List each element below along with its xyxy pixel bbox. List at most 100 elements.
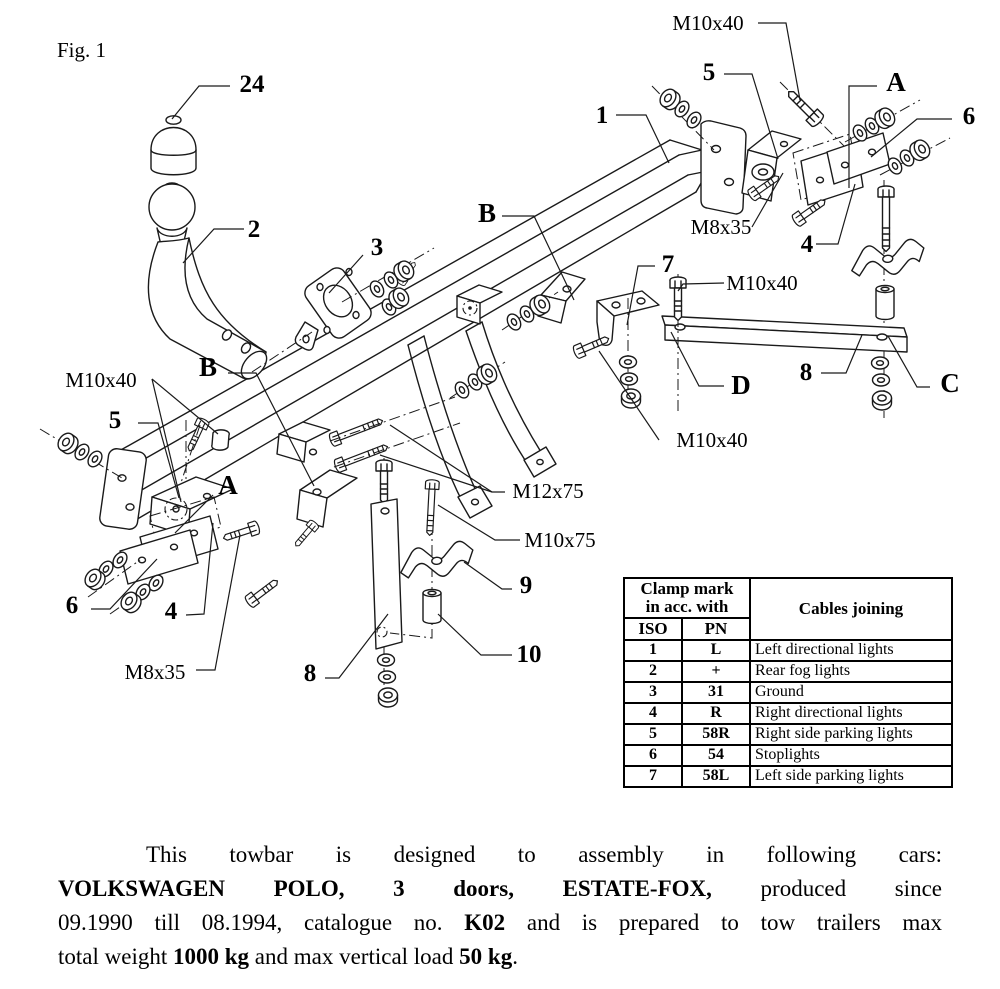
pn-value: + (681, 659, 751, 683)
towbar-exploded-diagram: Fig. 1 24 2 3 B 1 M10x40 5 A 6 M8x35 4 7… (39, 11, 975, 708)
bolt (375, 459, 393, 505)
max-load-text: 50 kg (459, 944, 513, 969)
washer (376, 653, 396, 667)
catalogue-no-text: K02 (464, 910, 506, 935)
bolt (327, 413, 386, 448)
label-8-bottom: 8 (304, 660, 317, 687)
pn-value: 58L (681, 764, 751, 788)
right-upper-fasteners (656, 85, 934, 229)
clamp-mark-header: Clamp mark in acc. with (623, 577, 751, 619)
table-row: 3 31 Ground (623, 680, 953, 704)
label-4-left: 4 (165, 598, 178, 625)
description-paragraph: This towbar is designed to assembly in f… (58, 838, 942, 974)
paragraph-text: 09.1990 till 08.1994, catalogue no. (58, 910, 465, 935)
label-M12x75: M12x75 (512, 479, 583, 503)
label-M10x75: M10x75 (524, 528, 595, 552)
nut (871, 390, 893, 411)
washer (366, 277, 388, 301)
bolt (877, 185, 895, 253)
nut (377, 687, 399, 708)
table-subheader-row: ISO PN (623, 616, 952, 641)
towball-neck (147, 182, 268, 380)
table-row: 6 54 Stoplights (623, 743, 953, 767)
bolt (243, 574, 283, 610)
paragraph-text: This towbar is designed to assembly in f… (146, 842, 942, 867)
clamp-plate (397, 539, 476, 582)
label-6-left: 6 (66, 592, 79, 619)
washer (871, 373, 891, 387)
label-B-left: B (199, 352, 217, 382)
paragraph-text: produced since (711, 876, 942, 901)
iso-value: 2 (623, 659, 683, 683)
lower-middle-assembly (327, 396, 476, 708)
spacer-tube (422, 588, 442, 625)
label-M10x40-bottom: M10x40 (676, 428, 747, 452)
flange-plate (251, 247, 435, 373)
label-8-right: 8 (800, 359, 813, 386)
label-6-top: 6 (963, 103, 976, 130)
cable-value: Left side parking lights (749, 764, 953, 788)
washer (377, 670, 397, 684)
label-M8x35-right: M8x35 (691, 215, 752, 239)
clamp-mark-line2: in acc. with (645, 596, 729, 616)
bolt (291, 518, 321, 550)
paragraph-text: . (512, 944, 518, 969)
iso-value: 3 (623, 680, 683, 704)
label-2: 2 (248, 216, 261, 243)
washer (619, 372, 639, 386)
paragraph-line-3: 09.1990 till 08.1994, catalogue no. K02 … (58, 906, 942, 940)
label-M8x35-left: M8x35 (125, 660, 186, 684)
pn-value: R (681, 701, 751, 725)
bolt (422, 478, 440, 537)
table-row: 2 + Rear fog lights (623, 659, 953, 683)
table-row: 1 L Left directional lights (623, 638, 953, 662)
spacer-tube (875, 284, 895, 321)
label-5-left: 5 (109, 407, 122, 434)
washer (870, 356, 890, 370)
iso-value: 5 (623, 722, 683, 746)
cable-value: Right directional lights (749, 701, 953, 725)
car-model-text: VOLKSWAGEN POLO, 3 doors, ESTATE-FOX, (58, 876, 712, 901)
paragraph-text: total weight (58, 944, 173, 969)
label-9: 9 (520, 572, 533, 599)
pn-value: 54 (681, 743, 751, 767)
label-4-top: 4 (801, 231, 814, 258)
label-A-left: A (218, 470, 238, 500)
label-7: 7 (662, 251, 675, 278)
label-M10x40-left: M10x40 (65, 368, 136, 392)
clamp-mark-line1: Clamp mark (640, 579, 734, 598)
right-lower-assembly (571, 180, 927, 418)
cable-value: Rear fog lights (749, 659, 953, 683)
pn-header: PN (681, 616, 751, 641)
right-end-assembly (651, 81, 951, 215)
iso-value: 4 (623, 701, 683, 725)
label-A-top: A (886, 67, 906, 97)
label-3: 3 (371, 234, 384, 261)
label-D: D (731, 370, 751, 400)
max-weight-text: 1000 kg (172, 944, 250, 969)
label-5-top: 5 (703, 59, 716, 86)
paragraph-text: and max vertical load (249, 944, 460, 969)
cable-value: Left directional lights (749, 638, 953, 662)
pn-value: 31 (681, 680, 751, 704)
part-labels: Fig. 1 24 2 3 B 1 M10x40 5 A 6 M8x35 4 7… (57, 11, 975, 687)
leader-lines (91, 22, 952, 679)
label-C: C (940, 368, 960, 398)
table-row: 7 58L Left side parking lights (623, 764, 953, 788)
left-end-assembly (39, 416, 358, 617)
iso-value: 7 (623, 764, 683, 788)
iso-header: ISO (623, 616, 683, 641)
paragraph-text: and is prepared to tow trailers max (505, 910, 942, 935)
label-10: 10 (517, 641, 542, 668)
towball-cover (150, 115, 197, 176)
cable-value: Right side parking lights (749, 722, 953, 746)
label-B-top: B (478, 198, 496, 228)
beam-straps (407, 321, 557, 519)
paragraph-line-2: VOLKSWAGEN POLO, 3 doors, ESTATE-FOX, pr… (58, 872, 942, 906)
cables-joining-header: Cables joining (749, 577, 953, 641)
iso-value: 6 (623, 743, 683, 767)
table-header-row: Clamp mark in acc. with Cables joining (623, 577, 953, 641)
cable-value: Ground (749, 680, 953, 704)
label-M10x40-top: M10x40 (672, 11, 743, 35)
